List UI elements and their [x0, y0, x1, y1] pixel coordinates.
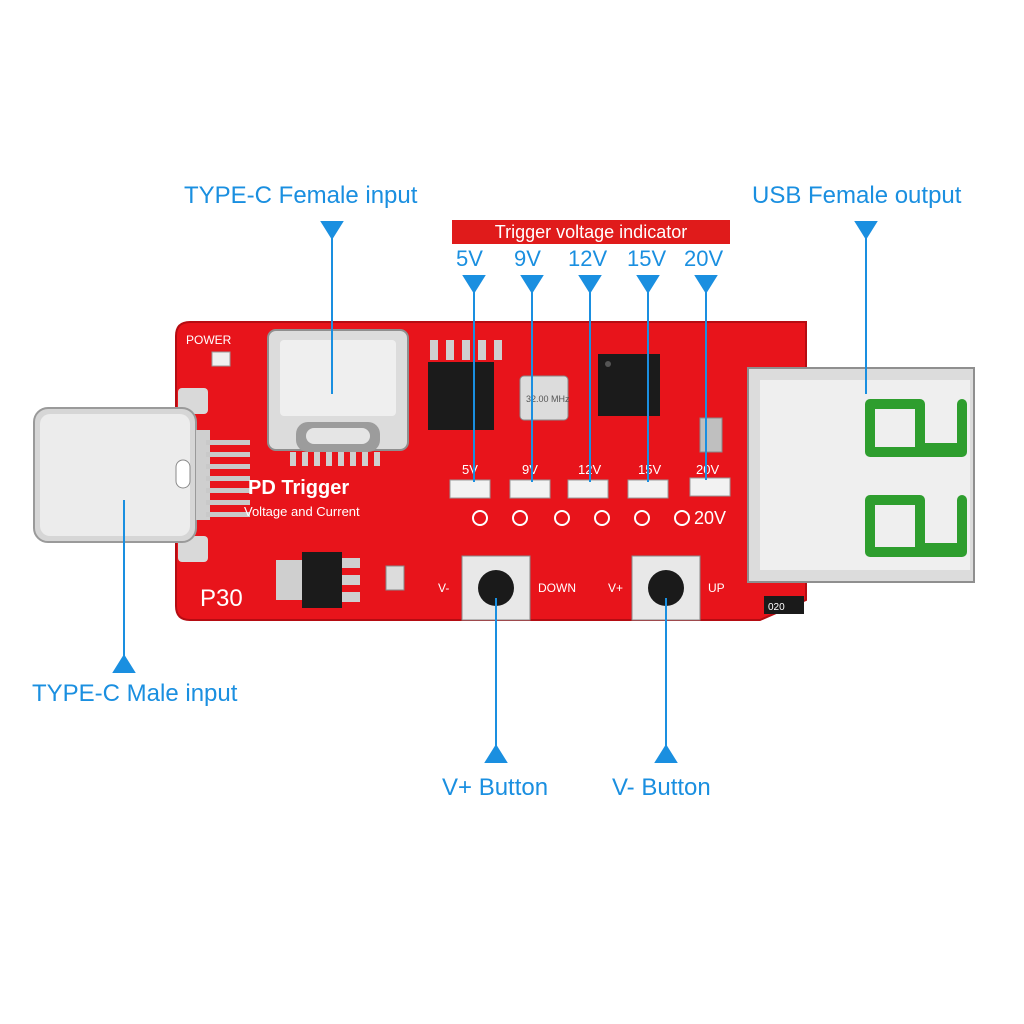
trigger-voltage-banner: Trigger voltage indicator	[452, 220, 730, 244]
pd-trigger-silk-subtitle: Voltage and Current	[244, 504, 360, 519]
indicator-5v-arrow-icon	[462, 275, 486, 294]
vplus-silk: V+	[608, 581, 623, 595]
vminus-arrow-icon	[654, 744, 678, 763]
indicator-15v-arrow-icon	[636, 275, 660, 294]
vminus-silk: V-	[438, 581, 449, 595]
silk-label-20v-bottom: 20V	[694, 508, 726, 528]
indicator-label-5v: 5V	[456, 246, 483, 271]
vminus-button-label: V- Button	[612, 774, 711, 801]
typec-female-input-label: TYPE-C Female input	[184, 182, 418, 209]
usb-tongue-upper	[865, 399, 967, 457]
silk-label-9v: 9V	[522, 462, 538, 477]
silk-label-20v-top: 20V	[696, 462, 719, 477]
callout-leaders	[112, 221, 878, 763]
led-15v	[627, 479, 669, 499]
typec-male-plug	[33, 407, 210, 543]
indicator-12v-arrow-icon	[578, 275, 602, 294]
indicator-label-12v: 12V	[568, 246, 608, 271]
vminus-push-button	[631, 555, 701, 621]
usb-tongue-lower	[865, 495, 967, 557]
usb-female-output-port	[747, 367, 975, 583]
indicator-label-20v: 20V	[684, 246, 724, 271]
resistor-silk: 020	[768, 602, 785, 613]
vplus-button-label: V+ Button	[442, 774, 549, 801]
model-silk-label: P30	[200, 585, 243, 612]
indicator-20v-arrow-icon	[694, 275, 718, 294]
typec-female-receptacle	[267, 329, 409, 466]
indicator-label-15v: 15V	[627, 246, 667, 271]
up-silk: UP	[708, 581, 725, 595]
silk-label-5v: 5V	[462, 462, 478, 477]
down-silk: DOWN	[538, 581, 576, 595]
vplus-arrow-icon	[484, 744, 508, 763]
led-5v	[449, 479, 491, 499]
led-20v	[689, 477, 731, 497]
indicator-9v-arrow-icon	[520, 275, 544, 294]
led-12v	[567, 479, 609, 499]
crystal-silk: 32.00 MHz	[526, 394, 570, 404]
indicator-label-9v: 9V	[514, 246, 541, 271]
typec-male-arrow-icon	[112, 654, 136, 673]
pd-trigger-silk-title: PD Trigger	[248, 477, 349, 499]
silk-label-15v: 15V	[638, 462, 661, 477]
power-silk-label: POWER	[186, 333, 232, 347]
usb-output-arrow-icon	[854, 221, 878, 240]
led-9v	[509, 479, 551, 499]
typec-female-arrow-icon	[320, 221, 344, 240]
typec-male-input-label: TYPE-C Male input	[32, 680, 238, 707]
usb-female-output-label: USB Female output	[752, 182, 962, 209]
